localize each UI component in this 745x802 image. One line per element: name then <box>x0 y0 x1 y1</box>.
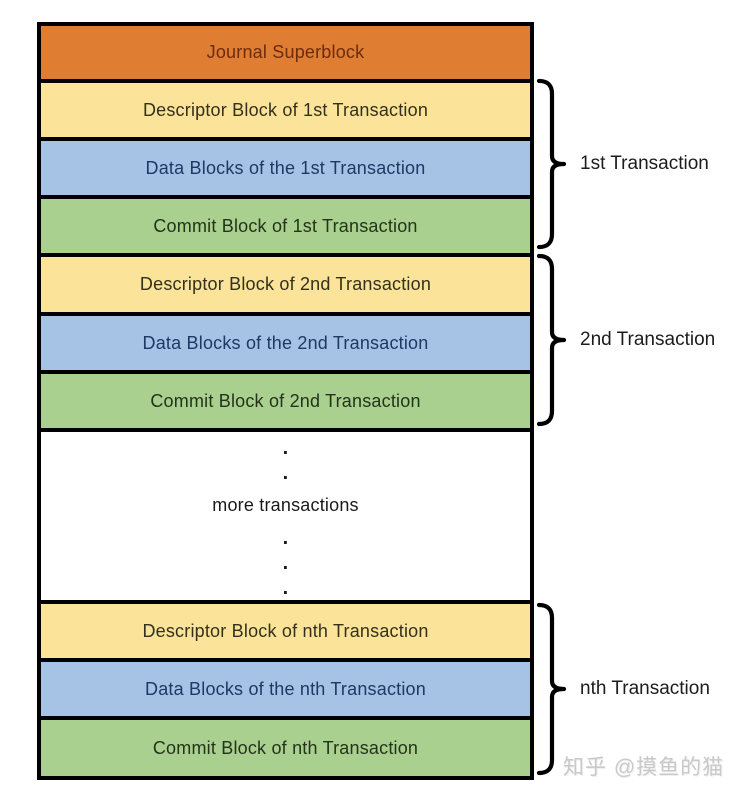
block-more-transactions: . . more transactions . . . <box>41 432 530 600</box>
block-label: Commit Block of 2nd Transaction <box>150 390 421 411</box>
block-data-1st-transaction: Data Blocks of the 1st Transaction <box>41 141 530 195</box>
curly-brace-icon <box>536 78 567 250</box>
block-label: Descriptor Block of 2nd Transaction <box>139 274 432 294</box>
ellipsis-dot: . <box>282 577 289 599</box>
curly-brace-icon <box>536 602 567 776</box>
more-transactions-label: more transactions <box>212 495 359 515</box>
block-label: Data Blocks of the 1st Transaction <box>145 157 426 178</box>
block-label: Data Blocks of the nth Transaction <box>145 678 426 699</box>
block-descriptor-nth-transaction: Descriptor Block of nth Transaction <box>41 604 530 658</box>
transaction-label-2nd: 2nd Transaction <box>580 329 716 350</box>
block-label: Descriptor Block of 1st Transaction <box>142 99 429 120</box>
block-descriptor-2nd-transaction: Descriptor Block of 2nd Transaction <box>41 257 530 312</box>
brace-nth-transaction <box>536 602 570 776</box>
block-data-2nd-transaction: Data Blocks of the 2nd Transaction <box>41 316 530 370</box>
ellipsis-dot: . <box>282 527 289 549</box>
block-journal-superblock: Journal Superblock <box>41 26 530 79</box>
block-commit-1st-transaction: Commit Block of 1st Transaction <box>41 199 530 253</box>
journal-block-column: Journal Superblock Descriptor Block of 1… <box>37 22 534 780</box>
ellipsis-dot: . <box>282 462 289 484</box>
block-descriptor-1st-transaction: Descriptor Block of 1st Transaction <box>41 83 530 137</box>
block-commit-2nd-transaction: Commit Block of 2nd Transaction <box>41 374 530 428</box>
block-data-nth-transaction: Data Blocks of the nth Transaction <box>41 662 530 716</box>
transaction-label-1st: 1st Transaction <box>580 153 709 174</box>
block-label: Commit Block of nth Transaction <box>152 737 419 758</box>
brace-2nd-transaction <box>536 253 570 427</box>
ellipsis-dot: . <box>282 552 289 574</box>
transaction-label-nth: nth Transaction <box>580 678 710 699</box>
block-label: Data Blocks of the 2nd Transaction <box>142 332 429 353</box>
ellipsis-dot: . <box>282 437 289 459</box>
block-label: Descriptor Block of nth Transaction <box>142 620 429 641</box>
block-label: Commit Block of 1st Transaction <box>153 215 418 236</box>
brace-1st-transaction <box>536 78 570 250</box>
curly-brace-icon <box>536 253 567 427</box>
watermark: 知乎 @摸鱼的猫 <box>563 756 725 779</box>
block-commit-nth-transaction: Commit Block of nth Transaction <box>41 720 530 776</box>
block-label: Journal Superblock <box>206 42 365 62</box>
